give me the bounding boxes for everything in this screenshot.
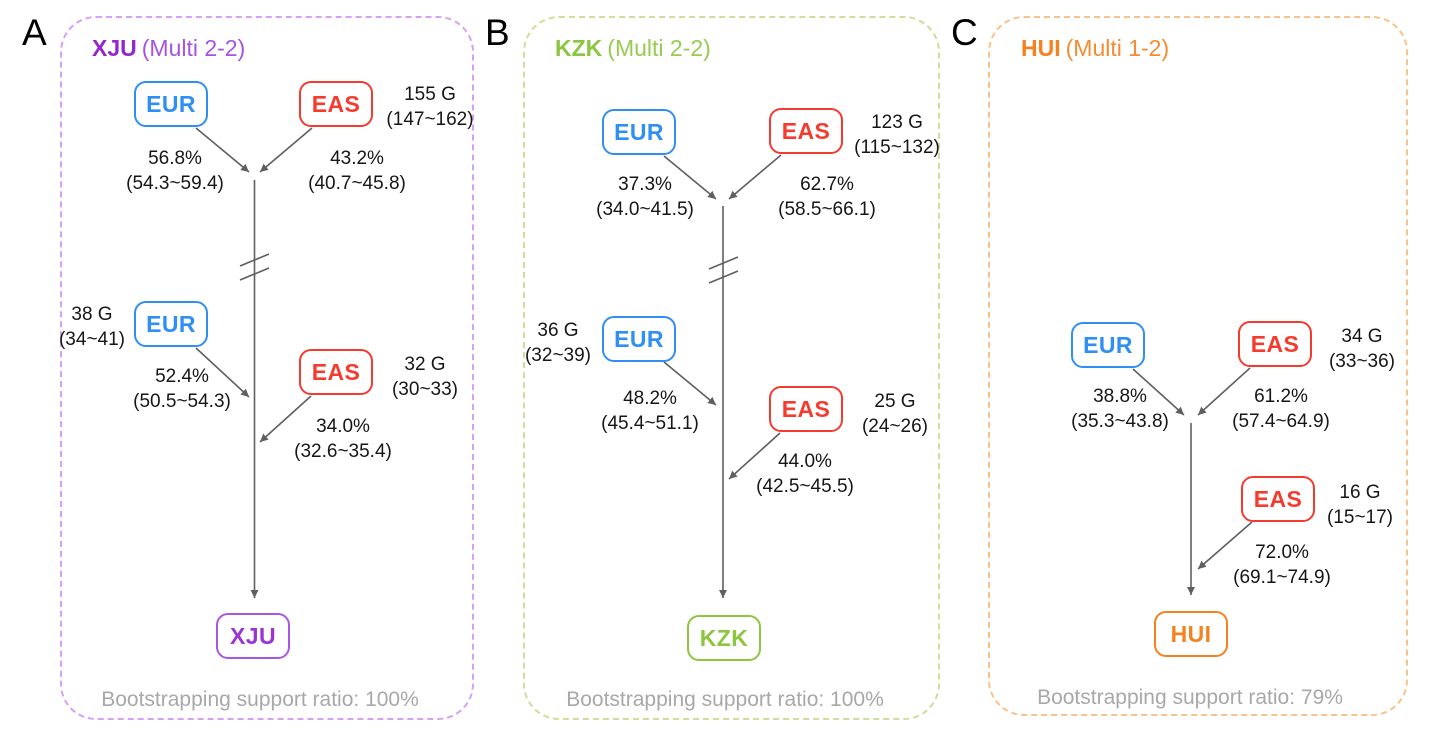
admixture-pct-label: 62.7% (58.5~66.1) xyxy=(778,172,876,223)
generation-ci: (115~132) xyxy=(854,137,940,159)
admixture-pct-label: 48.2% (45.4~51.1) xyxy=(601,386,699,437)
generation-label: 36 G (32~39) xyxy=(525,318,591,369)
admixture-pct-label: 43.2% (40.7~45.8) xyxy=(308,146,406,197)
generation-label: 123 G (115~132) xyxy=(854,110,940,161)
pct-value: 62.7% xyxy=(800,174,854,195)
pct-value: 34.0% xyxy=(316,416,370,437)
generation-label: 38 G (34~41) xyxy=(59,302,125,353)
pct-ci: (32.6~35.4) xyxy=(294,441,392,463)
bootstrap-label: Bootstrapping support ratio: 100% xyxy=(101,688,419,711)
eur-node: EUR xyxy=(134,81,208,127)
panel-c-title: HUI(Multi 1-2) xyxy=(1021,35,1170,61)
pct-ci: (54.3~59.4) xyxy=(126,173,224,195)
generation-value: 25 G xyxy=(874,391,916,412)
bootstrap-label: Bootstrapping support ratio: 100% xyxy=(566,688,884,711)
admixture-pct-label: 61.2% (57.4~64.9) xyxy=(1232,384,1330,435)
generation-value: 16 G xyxy=(1339,482,1381,503)
panel-c-title-population: HUI xyxy=(1021,35,1061,61)
pct-value: 48.2% xyxy=(623,388,677,409)
panel-a-title-model: (Multi 2-2) xyxy=(141,35,246,61)
pct-value: 43.2% xyxy=(330,148,384,169)
pct-value: 38.8% xyxy=(1093,386,1147,407)
pct-value: 44.0% xyxy=(778,451,832,472)
admixture-pct-label: 52.4% (50.5~54.3) xyxy=(133,364,231,415)
generation-label: 34 G (33~36) xyxy=(1329,324,1395,375)
panel-b-frame xyxy=(523,16,940,720)
target-node-kzk: KZK xyxy=(687,615,761,661)
generation-value: 123 G xyxy=(871,112,923,133)
eur-node: EUR xyxy=(602,316,676,362)
generation-value: 34 G xyxy=(1341,326,1383,347)
panel-c-letter: C xyxy=(951,12,978,53)
pct-ci: (57.4~64.9) xyxy=(1232,411,1330,433)
eas-node: EAS xyxy=(299,349,373,395)
eas-node: EAS xyxy=(299,81,373,127)
admixture-pct-label: 44.0% (42.5~45.5) xyxy=(756,449,854,500)
admixture-pct-label: 72.0% (69.1~74.9) xyxy=(1233,540,1331,591)
generation-label: 16 G (15~17) xyxy=(1327,480,1393,531)
eas-node: EAS xyxy=(769,108,843,154)
pct-value: 56.8% xyxy=(148,148,202,169)
panel-c-title-model: (Multi 1-2) xyxy=(1065,35,1170,61)
panel-b-letter: B xyxy=(485,12,510,53)
generation-ci: (15~17) xyxy=(1326,507,1394,529)
generation-value: 32 G xyxy=(404,354,446,375)
target-node-hui: HUI xyxy=(1154,611,1228,657)
generation-ci: (33~36) xyxy=(1328,351,1396,373)
panel-b-title: KZK(Multi 2-2) xyxy=(555,35,711,61)
generation-ci: (147~162) xyxy=(386,109,474,131)
eas-node: EAS xyxy=(769,386,843,432)
pct-ci: (34.0~41.5) xyxy=(596,199,694,221)
pct-ci: (42.5~45.5) xyxy=(756,476,854,498)
generation-value: 155 G xyxy=(404,84,456,105)
eur-node: EUR xyxy=(1071,322,1145,368)
pct-ci: (40.7~45.8) xyxy=(308,173,406,195)
pct-ci: (35.3~43.8) xyxy=(1071,411,1169,433)
generation-label: 25 G (24~26) xyxy=(862,389,928,440)
admixture-pct-label: 38.8% (35.3~43.8) xyxy=(1071,384,1169,435)
generation-value: 38 G xyxy=(71,304,113,325)
generation-label: 155 G (147~162) xyxy=(386,82,473,133)
admixture-pct-label: 37.3% (34.0~41.5) xyxy=(596,172,694,223)
target-node-xju: XJU xyxy=(216,613,290,659)
pct-value: 37.3% xyxy=(618,174,672,195)
pct-ci: (50.5~54.3) xyxy=(133,391,231,413)
panel-b-title-model: (Multi 2-2) xyxy=(607,35,711,61)
pct-value: 52.4% xyxy=(155,366,209,387)
panel-b-title-population: KZK xyxy=(555,35,603,61)
pct-ci: (45.4~51.1) xyxy=(601,413,699,435)
panel-a-title-population: XJU xyxy=(92,35,137,61)
admixture-pct-label: 56.8% (54.3~59.4) xyxy=(126,146,224,197)
generation-ci: (34~41) xyxy=(58,329,126,351)
panel-a-title: XJU(Multi 2-2) xyxy=(92,35,246,61)
eur-node: EUR xyxy=(602,109,676,155)
pct-value: 72.0% xyxy=(1255,542,1309,563)
pct-ci: (69.1~74.9) xyxy=(1233,567,1331,589)
bootstrap-label: Bootstrapping support ratio: 79% xyxy=(1037,686,1343,709)
pct-value: 61.2% xyxy=(1254,386,1308,407)
panel-a-frame xyxy=(60,16,474,720)
eas-node: EAS xyxy=(1241,476,1315,522)
eur-node: EUR xyxy=(134,301,208,347)
generation-ci: (24~26) xyxy=(861,416,929,438)
panel-c-frame xyxy=(988,16,1408,716)
panel-a-letter: A xyxy=(22,12,47,53)
eas-node: EAS xyxy=(1238,321,1312,367)
pct-ci: (58.5~66.1) xyxy=(778,199,876,221)
generation-value: 36 G xyxy=(537,320,579,341)
generation-ci: (32~39) xyxy=(524,345,592,367)
generation-ci: (30~33) xyxy=(391,379,459,401)
generation-label: 32 G (30~33) xyxy=(392,352,458,403)
admixture-pct-label: 34.0% (32.6~35.4) xyxy=(294,414,392,465)
